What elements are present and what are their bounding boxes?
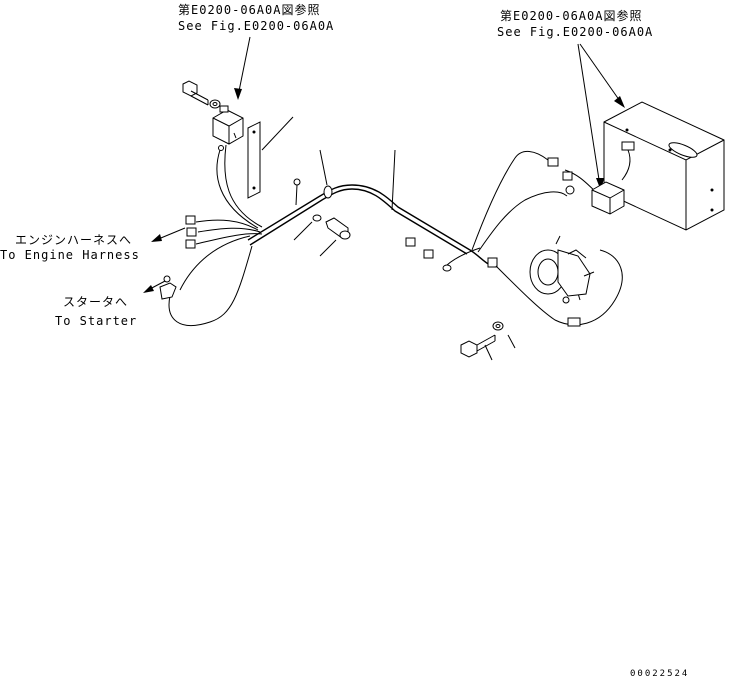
connectors-mid [405,237,481,272]
connectors-right [547,157,575,195]
ring-terminal-small [218,145,301,206]
drawing-number: 00022524 [630,669,689,678]
arrow-starter [143,279,168,293]
relay-left [212,105,244,145]
leader-ref-left [234,36,251,100]
bracket-plate-right [603,101,725,231]
engine-harness-en: To Engine Harness [0,248,140,262]
arrow-engine-harness [151,227,186,242]
ref-right-jp: 第E0200-06A0A図参照 [500,8,642,23]
callout-lines [261,116,581,361]
leader-ref-right-upper [579,43,625,108]
starter-en: To Starter [55,314,137,328]
ref-right-en: See Fig.E0200-06A0A [497,25,653,39]
bolt-lower [460,321,504,358]
bolt-clamp [312,214,351,240]
harness-main-trunk [247,184,498,268]
harness-left-wires [168,144,263,327]
bolt-upper-left [182,80,209,106]
starter-terminal [159,275,177,300]
battery-relay [529,235,595,327]
bracket-left-vertical [247,121,261,199]
ref-left-en: See Fig.E0200-06A0A [178,19,334,33]
leader-ref-right-lower [577,43,604,191]
engine-harness-jp: エンジンハーネスへ [15,233,132,247]
starter-jp: スタータへ [63,295,128,309]
washer-upper-left [209,99,221,109]
ref-left-jp: 第E0200-06A0A図参照 [178,2,320,17]
harness-right-branch [471,151,623,326]
connectors-engine-harness [185,215,197,249]
relay-right [591,141,635,215]
